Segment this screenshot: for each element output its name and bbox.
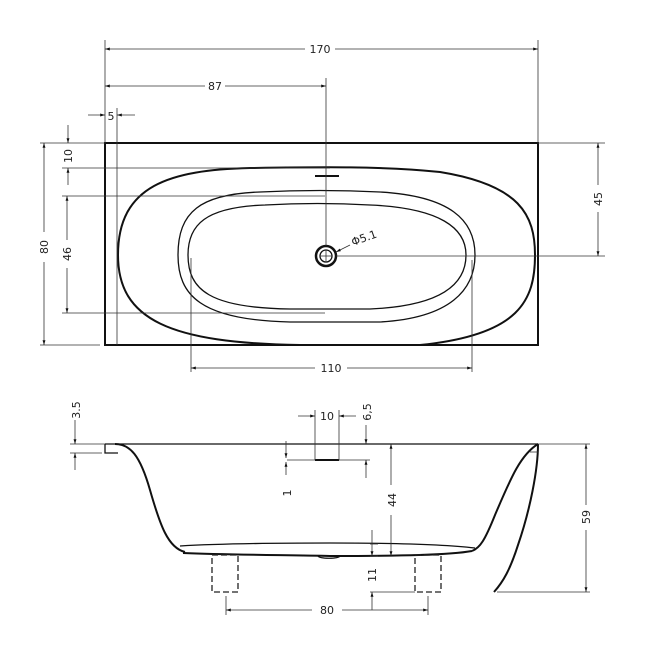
- dim-rim-left-offset: 5: [108, 110, 115, 123]
- left-rim-lip: [104, 444, 118, 454]
- dim-overflow-width: 10: [320, 410, 334, 423]
- foot-left: [211, 554, 239, 593]
- side-view: 3.5 10 6,5 1 44 11 80 59: [70, 401, 593, 617]
- dim-drain-offset-left: 87: [208, 80, 222, 93]
- drain-outlet: [317, 555, 341, 559]
- foot-right: [414, 554, 442, 593]
- dim-overflow-depth: 6,5: [361, 403, 374, 421]
- dim-rim-top-offset: 10: [62, 149, 75, 163]
- right-wall-outer: [493, 443, 539, 593]
- drain-icon: [314, 244, 338, 268]
- dim-overall-length: 170: [310, 43, 331, 56]
- basin-floor-lower: [182, 550, 473, 558]
- tub-rim-outline: [116, 166, 537, 346]
- dim-overall-height: 59: [580, 510, 593, 524]
- basin-outer-outline: [177, 189, 476, 323]
- dim-rim-thickness: 3.5: [70, 401, 83, 419]
- dim-drain-offset-top: 45: [592, 192, 605, 206]
- top-view: 170 87 5 10 80 46 45 110 Φ5.1: [38, 40, 605, 375]
- dim-drain-diameter: Φ5.1: [350, 228, 379, 249]
- dim-inner-basin-width: 46: [61, 247, 74, 261]
- basin-floor-upper: [179, 542, 476, 549]
- tub-outline-rect: [104, 142, 539, 346]
- basin-inner-outline: [187, 202, 467, 310]
- left-wall-outline: [114, 443, 186, 553]
- dim-foot-height: 11: [366, 568, 379, 582]
- right-wall-inner: [471, 443, 539, 552]
- dim-overall-width: 80: [38, 240, 51, 254]
- dim-foot-spacing: 80: [320, 604, 334, 617]
- dim-overflow-thickness: 1: [281, 490, 294, 497]
- dim-basin-depth: 44: [386, 493, 399, 507]
- dim-inner-basin-length: 110: [321, 362, 342, 375]
